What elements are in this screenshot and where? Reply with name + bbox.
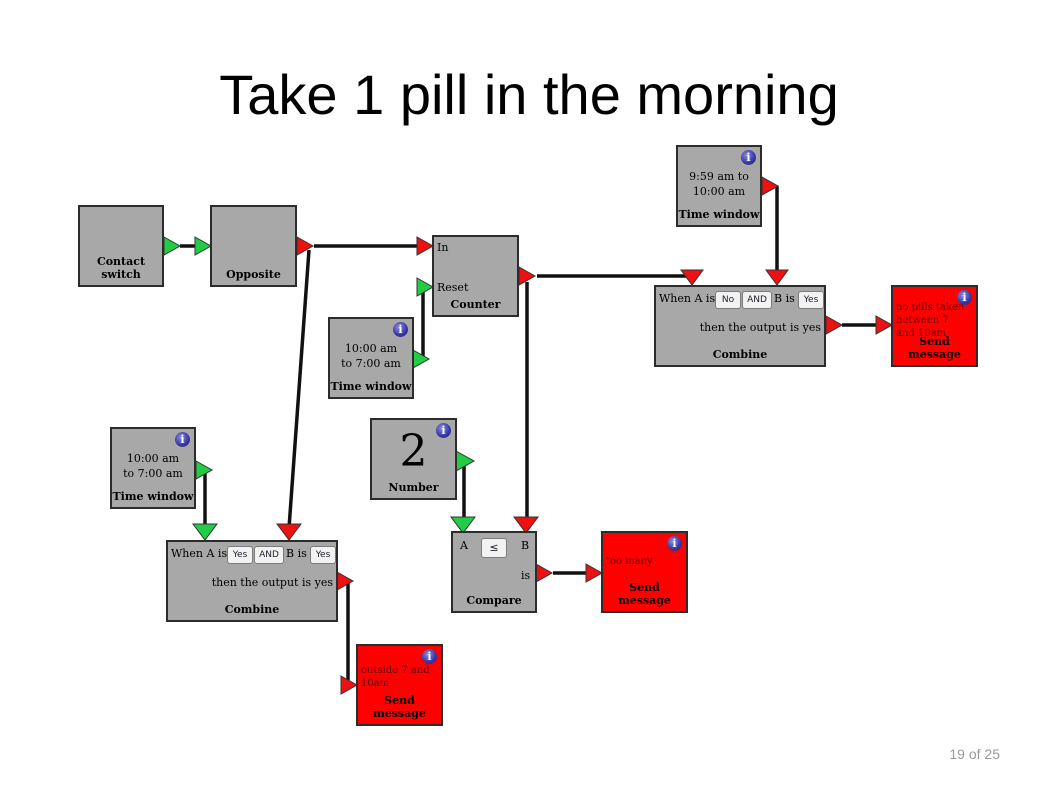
block-title: Compare — [466, 594, 522, 607]
block-title: Time window — [330, 380, 412, 393]
msg-top-in-port — [875, 315, 894, 335]
contact-switch-block[interactable]: Contact switch — [78, 205, 164, 287]
combine-bottom-out-port — [336, 571, 355, 591]
block-title: Counter — [450, 298, 501, 311]
opposite-out-port — [296, 236, 315, 256]
time-window-left-block[interactable]: i 10:00 am to 7:00 am Time window — [110, 427, 196, 509]
send-message-top-block[interactable]: i no pills taken between 7 and 10am Send… — [891, 285, 978, 367]
slide-title: Take 1 pill in the morning — [219, 63, 839, 126]
msg-compare-in-port — [585, 563, 604, 583]
message-text: too many — [606, 556, 653, 567]
b-value-button[interactable]: Yes — [798, 291, 824, 309]
info-icon[interactable]: i — [957, 290, 972, 305]
info-icon[interactable]: i — [436, 423, 451, 438]
combine-bottom-in-a-port — [192, 523, 218, 541]
when-a-label: When A is — [659, 292, 716, 305]
block-title: Send message — [373, 694, 426, 720]
compare-operator-button[interactable]: ≤ — [481, 538, 507, 558]
counter-in-port — [416, 236, 435, 256]
time-window-mid-block[interactable]: i 10:00 am to 7:00 am Time window — [328, 317, 414, 399]
msg-bottom-in-port — [340, 675, 359, 695]
b-is-label: B is — [286, 547, 307, 560]
info-icon[interactable]: i — [422, 649, 437, 664]
info-icon[interactable]: i — [393, 322, 408, 337]
operator-button[interactable]: AND — [254, 546, 284, 564]
number-block[interactable]: i 2 Number — [370, 418, 457, 500]
block-title: Send message — [908, 335, 961, 361]
counter-out-port — [518, 266, 537, 286]
block-title: Send message — [618, 581, 671, 607]
when-a-label: When A is — [171, 547, 228, 560]
combine-top-in-b-port — [765, 269, 789, 286]
time-window-top-block[interactable]: i 9:59 am to 10:00 am Time window — [676, 145, 762, 227]
time-window-range: 10:00 am to 7:00 am — [123, 452, 183, 480]
block-title: Opposite — [226, 268, 281, 281]
counter-block[interactable]: In Reset Counter — [432, 235, 519, 317]
info-icon[interactable]: i — [667, 536, 682, 551]
compare-in-b-port — [513, 516, 539, 534]
a-value-button[interactable]: No — [715, 291, 741, 309]
combine-bottom-block[interactable]: When A is Yes AND B is Yes then the outp… — [166, 540, 338, 622]
block-title: Combine — [224, 603, 280, 616]
message-text: no pills taken between 7 and 10am — [896, 302, 965, 339]
compare-a-label: A — [460, 539, 468, 552]
compare-out-port — [535, 563, 554, 583]
block-title: Number — [388, 481, 439, 494]
info-icon[interactable]: i — [741, 150, 756, 165]
time-window-top-out-port — [761, 176, 780, 196]
a-value-button[interactable]: Yes — [227, 546, 253, 564]
time-window-range: 10:00 am to 7:00 am — [341, 342, 401, 370]
compare-block[interactable]: A ≤ B is Compare — [451, 531, 537, 613]
send-message-bottom-block[interactable]: i outside 7 and 10am Send message — [356, 644, 443, 726]
b-value-button[interactable]: Yes — [310, 546, 336, 564]
time-window-range: 9:59 am to 10:00 am — [689, 170, 749, 198]
block-title: Combine — [712, 348, 768, 361]
block-title: Contact switch — [96, 255, 146, 281]
block-title: Time window — [678, 208, 760, 221]
block-title: Time window — [112, 490, 194, 503]
time-window-left-out-port — [195, 460, 214, 480]
counter-in-label: In — [437, 241, 449, 254]
time-window-mid-out-port — [412, 349, 431, 369]
compare-is-label: is — [521, 569, 531, 582]
output-label: then the output is yes — [211, 576, 333, 589]
operator-button[interactable]: AND — [742, 291, 772, 309]
info-icon[interactable]: i — [175, 432, 190, 447]
contact-switch-out-port — [163, 236, 182, 256]
opposite-block[interactable]: Opposite — [210, 205, 297, 287]
send-message-compare-block[interactable]: i too many Send message — [601, 531, 688, 613]
combine-top-out-port — [825, 315, 844, 335]
counter-reset-label: Reset — [437, 281, 469, 294]
b-is-label: B is — [774, 292, 795, 305]
compare-in-a-port — [450, 516, 476, 534]
message-text: outside 7 and 10am — [361, 665, 430, 689]
page-number: 19 of 25 — [949, 746, 1000, 762]
compare-b-label: B — [521, 539, 530, 552]
combine-top-in-a-port — [680, 269, 704, 286]
number-value: 2 — [399, 426, 428, 477]
counter-reset-port — [416, 277, 435, 297]
combine-bottom-in-b-port — [276, 523, 302, 541]
opposite-in-port — [194, 236, 213, 256]
wire-combine-bottom-to-msg — [345, 581, 350, 687]
wire-opposite-to-combine-bottom — [287, 249, 311, 529]
output-label: then the output is yes — [699, 321, 821, 334]
combine-top-block[interactable]: When A is No AND B is Yes then the outpu… — [654, 285, 826, 367]
